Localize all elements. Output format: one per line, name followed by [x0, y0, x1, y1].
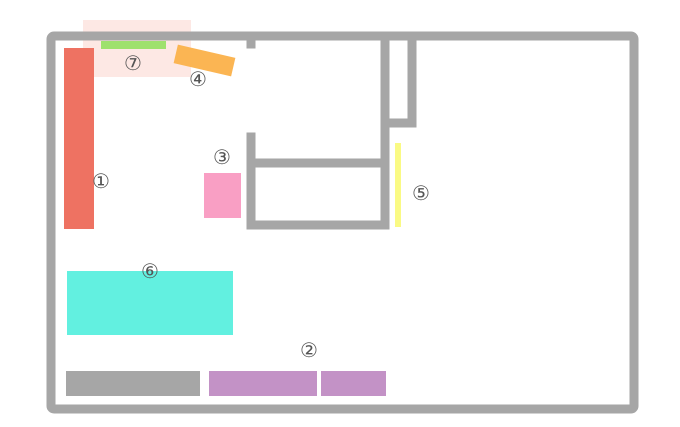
item-1-label: ①: [92, 169, 110, 193]
walls: [46, 31, 639, 414]
item-7-block: [101, 41, 166, 49]
item-7-label: ⑦: [124, 51, 142, 75]
item-6-label: ⑥: [141, 259, 159, 283]
item-3-block: [204, 173, 241, 218]
item-3-label: ③: [213, 145, 231, 169]
outer-wall: [46, 31, 639, 414]
item-5-label: ⑤: [412, 181, 430, 205]
item-2-label: ②: [300, 338, 318, 362]
item-1-block: [64, 48, 94, 229]
unlabeled-gray-block: [66, 371, 200, 396]
item-2-block-right: [321, 371, 386, 396]
item-4-label: ④: [189, 67, 207, 91]
item-6-block: [67, 271, 233, 335]
item-5-block: [395, 143, 401, 227]
item-2-block-left: [209, 371, 317, 396]
item-4-block: [173, 44, 236, 77]
